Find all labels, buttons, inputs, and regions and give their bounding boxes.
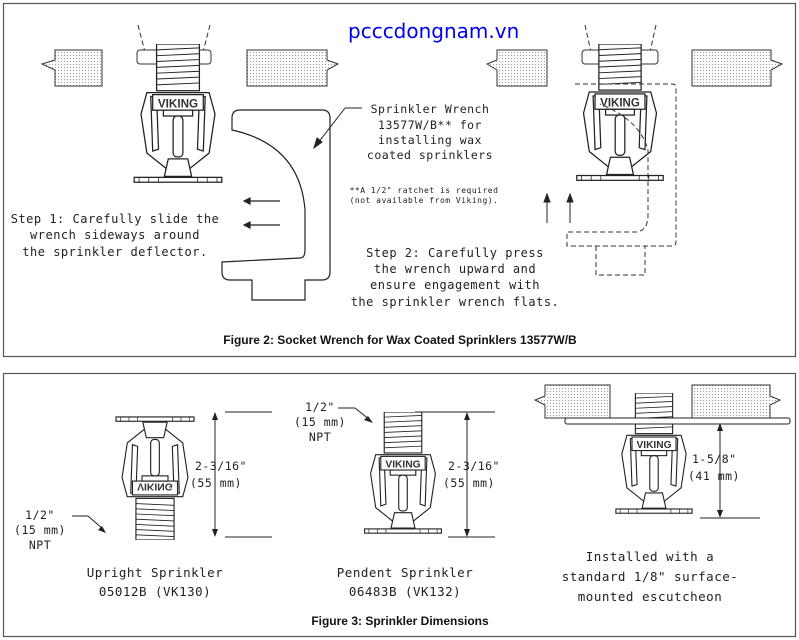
- upright-model: 05012B (VK130): [99, 584, 211, 599]
- wrench-label: Sprinkler Wrench 13577W/B** for installi…: [367, 102, 493, 162]
- pendent-thread-mm: (15 mm): [294, 415, 346, 429]
- step1-line: Step 1: Carefully slide the: [11, 212, 220, 226]
- step2-line: ensure engagement with: [370, 278, 540, 292]
- installed-note-line: standard 1/8" surface-: [562, 569, 739, 584]
- figure2-caption: Figure 2: Socket Wrench for Wax Coated S…: [223, 333, 577, 347]
- figure3-caption: Figure 3: Sprinkler Dimensions: [311, 614, 489, 628]
- installed-labels: 1-5/8" (41 mm) Installed with a standard…: [562, 452, 740, 604]
- pendent-height: 2-3/16": [448, 459, 500, 473]
- pendent-labels: 1/2" (15 mm) NPT 2-3/16" (55 mm) Pendent…: [294, 400, 500, 599]
- figure3-panel: [2, 372, 797, 638]
- upright-thread-npt: NPT: [29, 538, 51, 552]
- note-line: **A 1/2" ratchet is required: [350, 186, 499, 195]
- upright-name: Upright Sprinkler: [87, 565, 223, 580]
- step2-text: Step 2: Carefully press the wrench upwar…: [351, 246, 560, 309]
- wrench-label-line: installing wax: [378, 133, 482, 147]
- installed-note-line: mounted escutcheon: [578, 589, 722, 604]
- pendent-model: 06483B (VK132): [349, 584, 461, 599]
- installed-height-mm: (41 mm): [688, 469, 740, 483]
- upright-height: 2-3/16": [195, 459, 247, 473]
- upright-thread: 1/2": [25, 508, 55, 522]
- upright-labels: 2-3/16" (55 mm) 1/2" (15 mm) NPT Upright…: [14, 459, 247, 599]
- figure2-panel: [2, 2, 797, 358]
- step1-text: Step 1: Carefully slide the wrench sidew…: [11, 212, 220, 259]
- installed-height: 1-5/8": [692, 452, 737, 466]
- installed-note-line: Installed with a: [586, 549, 714, 564]
- upright-sprinkler: [72, 411, 272, 540]
- leader-arrow: [313, 107, 362, 150]
- upright-height-mm: (55 mm): [190, 476, 242, 490]
- installed-sprinkler: [533, 384, 791, 519]
- pendent-name: Pendent Sprinkler: [337, 565, 473, 580]
- wrench-label-line: 13577W/B** for: [378, 118, 482, 132]
- upright-thread-mm: (15 mm): [14, 523, 66, 537]
- wrench: [221, 109, 331, 301]
- upward-arrows: [543, 192, 574, 223]
- step2-line: Step 2: Carefully press: [366, 246, 544, 260]
- pendent-height-mm: (55 mm): [443, 476, 495, 490]
- ratchet-note: **A 1/2" ratchet is required (not availa…: [350, 186, 499, 205]
- step2-line: the sprinkler wrench flats.: [351, 295, 560, 309]
- wrench-label-line: coated sprinklers: [367, 148, 493, 162]
- step1-line: the sprinkler deflector.: [22, 245, 207, 259]
- sprinkler-step2: [566, 24, 677, 276]
- step1-line: wrench sideways around: [30, 228, 200, 242]
- note-line: (not available from Viking).: [350, 196, 499, 205]
- wrench-label-line: Sprinkler Wrench: [371, 102, 490, 116]
- ceiling-tiles: [40, 49, 784, 87]
- pendent-thread: 1/2": [305, 400, 335, 414]
- pendent-thread-npt: NPT: [309, 430, 331, 444]
- watermark: pcccdongnam.vn: [348, 19, 519, 43]
- step2-line: the wrench upward and: [374, 262, 536, 276]
- sprinkler-step1: [133, 24, 223, 183]
- pendent-sprinkler: [338, 407, 495, 538]
